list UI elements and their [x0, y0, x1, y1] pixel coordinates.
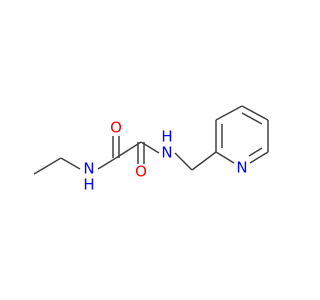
bond-ring-c4-c5: [241, 105, 269, 121]
structure-canvas: O O N H N H N: [33, 105, 269, 194]
bond-ethyl-ch3-ch2: [33, 157, 62, 175]
bond-c2-nright: [140, 141, 160, 154]
bond-ring-inner-c4-c5: [241, 112, 263, 125]
hydrogen-label-left: H: [83, 176, 94, 194]
bond-ch2-pyridine: [191, 151, 217, 171]
bond-ring-c6-n: [249, 151, 269, 164]
oxygen-label-top: O: [110, 119, 122, 137]
bond-layer: [33, 105, 269, 175]
bond-ring-n-c2: [215, 151, 235, 164]
bond-ring-inner-c6-n: [248, 147, 263, 157]
pyridine-nitrogen-label: N: [236, 159, 247, 177]
bond-ethyl-ch2-n: [60, 157, 81, 170]
nitrogen-label-left: N: [83, 160, 94, 178]
molecule-structure-diagram: O O N H N H N: [33, 105, 269, 194]
bond-ring-c3-c4: [215, 105, 243, 121]
bond-nright-ch2: [174, 152, 193, 171]
bond-c1-c2: [115, 141, 142, 159]
nitrogen-label-right: N: [161, 144, 172, 162]
oxygen-label-bottom: O: [135, 163, 147, 181]
hydrogen-label-right: H: [161, 128, 172, 146]
bond-nleft-c1: [97, 157, 117, 170]
atom-label-layer: O O N H N H N: [83, 119, 247, 194]
